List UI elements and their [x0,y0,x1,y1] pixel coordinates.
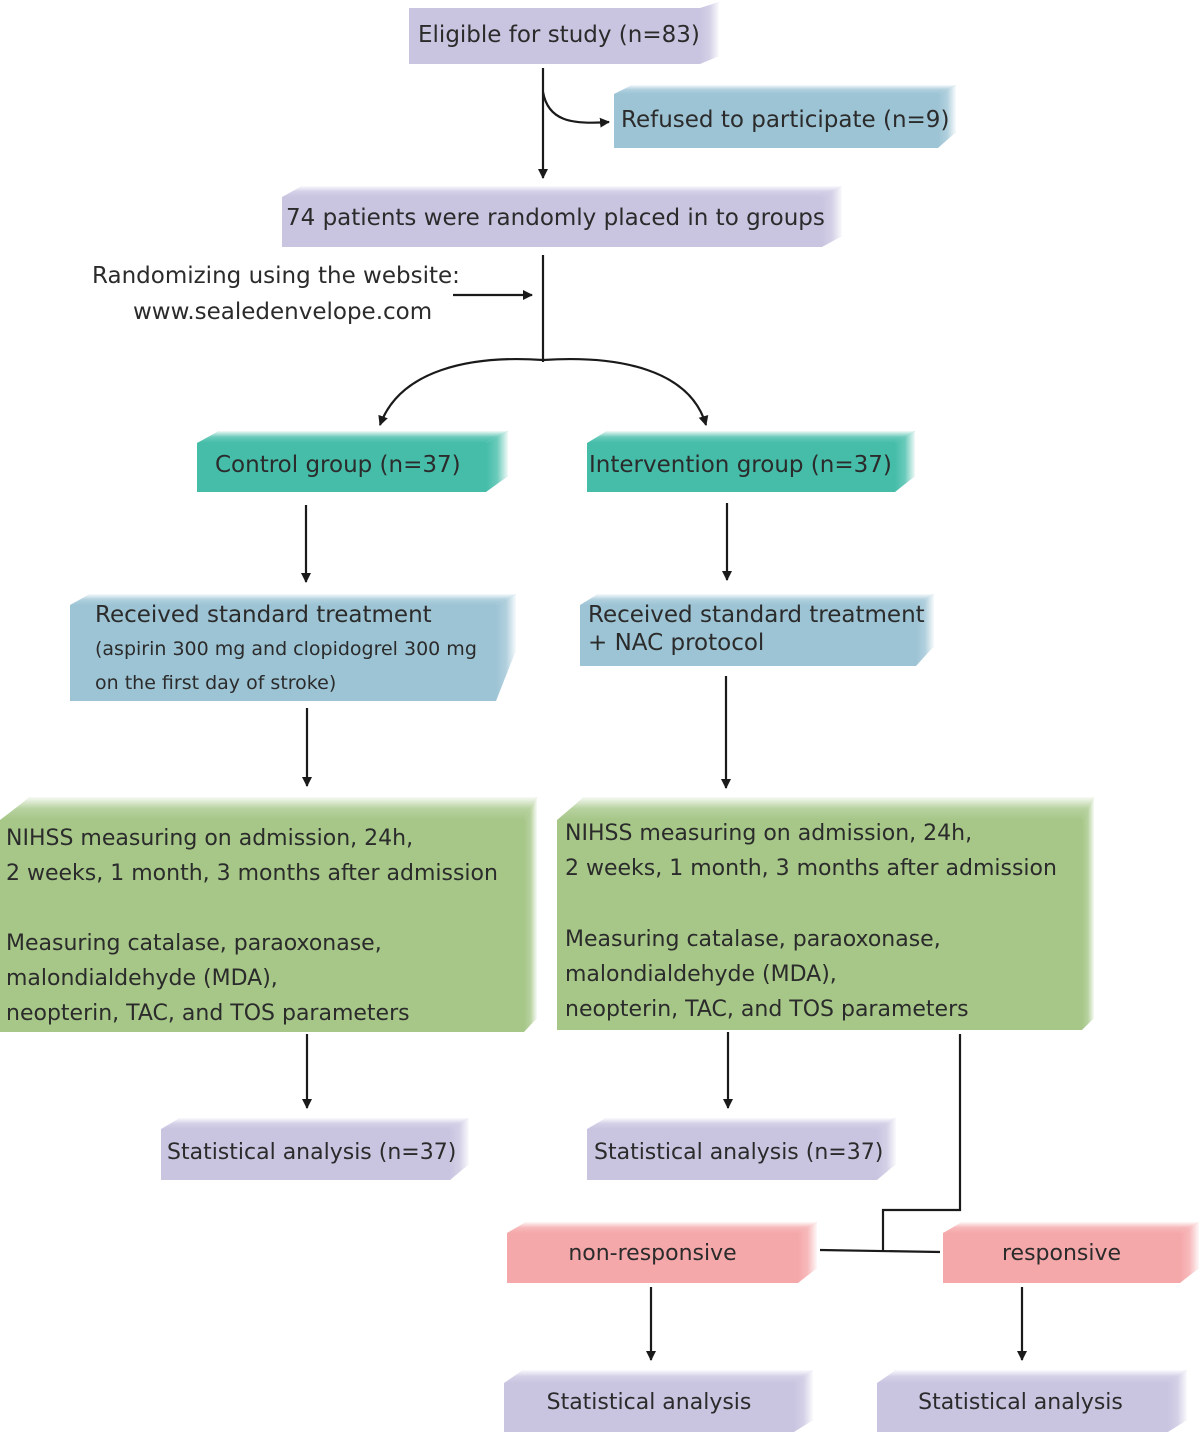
box-control-measurements [0,797,537,1032]
arrow-to-refused [541,91,610,128]
arrow-split-to-intervention [542,358,709,426]
control-treatment-detail-line2: on the first day of stroke) [95,672,337,694]
intervention-group-label: Intervention group (n=37) [589,452,892,478]
stat-responsive-label: Statistical analysis [918,1390,1123,1415]
stat-control-label: Statistical analysis (n=37) [167,1140,457,1165]
intervention-treatment-line1: Received standard treatment [588,602,925,628]
box-eligible [409,2,719,64]
randomizing-note-line2: www.sealedenvelope.com [133,299,433,325]
intervention-measure-line3: Measuring catalase, paraoxonase, [565,927,941,952]
control-group-label: Control group (n=37) [215,452,461,478]
eligible-label: Eligible for study (n=83) [418,22,700,48]
box-stat-responsive [877,1370,1187,1432]
box-responsive [943,1222,1199,1283]
box-stat-control [161,1118,469,1180]
control-treatment-detail-line1: (aspirin 300 mg and clopidogrel 300 mg [95,638,477,660]
control-measure-line3: Measuring catalase, paraoxonase, [6,931,382,956]
arrow-split-to-control [378,358,544,426]
stat-intervention-label: Statistical analysis (n=37) [594,1140,884,1165]
box-intervention-group [587,431,915,492]
box-stat-non-responsive [504,1370,813,1432]
non-responsive-label: non-responsive [568,1241,737,1266]
box-control-group [197,431,508,492]
box-intervention-treatment [580,594,934,666]
randomized-label: 74 patients were randomly placed in to g… [286,205,825,231]
refused-label: Refused to participate (n=9) [621,107,950,133]
intervention-measure-line2: 2 weeks, 1 month, 3 months after admissi… [565,856,1057,881]
intervention-measure-line4: malondialdehyde (MDA), [565,962,837,987]
box-stat-intervention [587,1118,896,1180]
intervention-treatment-line2: + NAC protocol [588,630,765,656]
intervention-measure-line5: neopterin, TAC, and TOS parameters [565,997,969,1022]
control-treatment-title: Received standard treatment [95,602,432,628]
randomizing-note-line1: Randomizing using the website: [92,263,460,289]
box-control-treatment [70,594,516,701]
box-refused [614,85,956,148]
control-measure-line1: NIHSS measuring on admission, 24h, [6,826,414,851]
control-measure-line5: neopterin, TAC, and TOS parameters [6,1001,410,1026]
control-measure-line4: malondialdehyde (MDA), [6,966,278,991]
responsive-label: responsive [1001,1241,1122,1266]
box-intervention-measurements [557,797,1094,1030]
intervention-measure-line1: NIHSS measuring on admission, 24h, [565,821,973,846]
box-non-responsive [507,1222,817,1283]
control-measure-line2: 2 weeks, 1 month, 3 months after admissi… [6,861,498,886]
stat-non-responsive-label: Statistical analysis [546,1390,752,1415]
line-intervention-to-response-split [881,1034,962,1250]
line-response-split-horizontal [819,1248,941,1254]
box-randomized [282,186,842,247]
